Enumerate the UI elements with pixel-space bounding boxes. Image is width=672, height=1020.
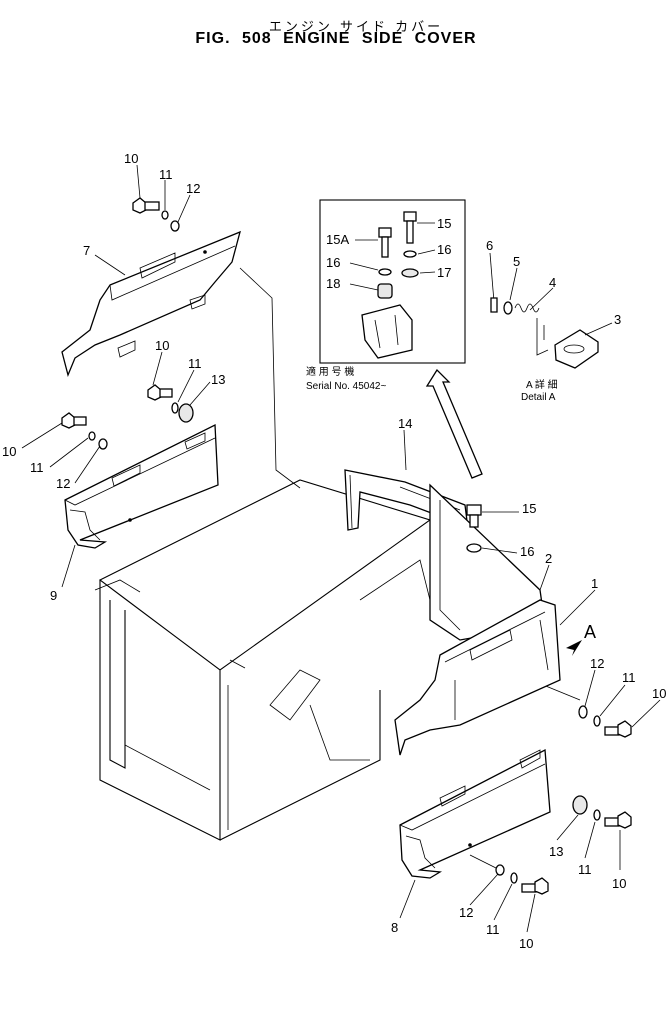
washer-icon bbox=[578, 705, 588, 719]
latch-icon bbox=[554, 329, 599, 369]
spring-washer-icon bbox=[161, 210, 169, 220]
bolt-icon bbox=[466, 504, 482, 516]
callout-2: 2 bbox=[545, 551, 552, 566]
detail-a bbox=[490, 289, 599, 369]
callout-10: 10 bbox=[519, 936, 533, 951]
callout-9: 9 bbox=[50, 588, 57, 603]
figure-title: FIG. 508 ENGINE SIDE COVER bbox=[195, 30, 477, 47]
leader-line bbox=[239, 267, 301, 489]
washer-icon bbox=[170, 220, 180, 232]
washer-icon bbox=[495, 864, 505, 876]
callout-10: 10 bbox=[652, 686, 666, 701]
washer-icon bbox=[401, 268, 419, 278]
fasteners-bottom bbox=[495, 864, 549, 895]
bracket-icon bbox=[361, 304, 413, 359]
spacer-icon bbox=[377, 283, 393, 299]
callout-11: 11 bbox=[159, 167, 173, 182]
fasteners-bracket bbox=[466, 504, 482, 553]
washer-icon bbox=[466, 543, 482, 553]
callout-11: 11 bbox=[578, 862, 592, 877]
bolt-icon bbox=[61, 412, 76, 429]
bolt-icon bbox=[378, 227, 392, 258]
callout-15A: 15A bbox=[326, 232, 349, 247]
callout-3: 3 bbox=[614, 312, 621, 327]
bolt-icon bbox=[147, 384, 162, 401]
washer-icon bbox=[98, 438, 108, 450]
callout-16: 16 bbox=[520, 544, 534, 559]
callout-10: 10 bbox=[2, 444, 16, 459]
callout-5: 5 bbox=[513, 254, 520, 269]
spring-washer-icon bbox=[593, 809, 601, 821]
callout-11: 11 bbox=[188, 356, 202, 371]
callout-10: 10 bbox=[155, 338, 169, 353]
callout-13: 13 bbox=[211, 372, 225, 387]
callout-4: 4 bbox=[549, 275, 556, 290]
callout-15: 15 bbox=[522, 501, 536, 516]
fasteners-right bbox=[578, 705, 632, 738]
serial-label: Serial No. 45042~ bbox=[306, 381, 386, 392]
washer-icon bbox=[503, 301, 513, 315]
callout-6: 6 bbox=[486, 238, 493, 253]
callout-7: 7 bbox=[83, 243, 90, 258]
side-cover-1 bbox=[394, 599, 561, 756]
callout-16: 16 bbox=[437, 242, 451, 257]
bolt-icon bbox=[403, 211, 417, 244]
callout-10: 10 bbox=[612, 876, 626, 891]
callout-10: 10 bbox=[124, 151, 138, 166]
callout-1: 1 bbox=[591, 576, 598, 591]
spring-washer-icon bbox=[171, 402, 179, 414]
figure-title-japanese: エンジン サイド カバー bbox=[268, 20, 444, 35]
callout-12: 12 bbox=[459, 905, 473, 920]
bolt-icon bbox=[617, 720, 632, 738]
view-arrow-label: A bbox=[584, 622, 596, 642]
view-arrow-a: A bbox=[566, 622, 596, 656]
callout-15: 15 bbox=[437, 216, 451, 231]
spring-washer-icon bbox=[510, 872, 518, 884]
engine-block bbox=[94, 479, 432, 841]
spring-washer-icon bbox=[403, 250, 417, 258]
spring-washer-icon bbox=[378, 268, 392, 276]
callout-11: 11 bbox=[622, 670, 636, 685]
callout-16: 16 bbox=[326, 255, 340, 270]
detail-label: Detail A bbox=[521, 392, 556, 403]
callout-12: 12 bbox=[590, 656, 604, 671]
side-cover-7 bbox=[61, 230, 241, 378]
bolt-icon bbox=[132, 197, 147, 214]
spring-washer-icon bbox=[593, 715, 601, 727]
bolt-icon bbox=[534, 877, 549, 895]
fasteners-mid-left bbox=[147, 384, 194, 423]
callout-13: 13 bbox=[549, 844, 563, 859]
serial-label-japanese: 適 用 号 機 bbox=[306, 365, 354, 378]
callout-11: 11 bbox=[30, 460, 44, 475]
callout-14: 14 bbox=[398, 416, 412, 431]
callout-11: 11 bbox=[486, 922, 500, 937]
spring-washer-icon bbox=[88, 431, 96, 441]
bracket-14 bbox=[344, 469, 546, 641]
fasteners-left bbox=[61, 412, 108, 450]
callout-12: 12 bbox=[56, 476, 70, 491]
callout-12: 12 bbox=[186, 181, 200, 196]
callout-8: 8 bbox=[391, 920, 398, 935]
side-cover-8 bbox=[399, 748, 551, 879]
callout-17: 17 bbox=[437, 265, 451, 280]
washer-icon bbox=[572, 795, 588, 815]
callout-leaders bbox=[21, 164, 661, 933]
leader-line bbox=[469, 854, 501, 871]
fasteners-right-lower bbox=[572, 795, 632, 829]
side-cover-9 bbox=[64, 423, 219, 549]
fasteners-top-left bbox=[132, 197, 180, 232]
detail-label-japanese: A 詳 細 bbox=[526, 378, 558, 391]
callout-18: 18 bbox=[326, 276, 340, 291]
bolt-icon bbox=[617, 811, 632, 829]
serial-inset-box bbox=[319, 199, 466, 364]
washer-icon bbox=[178, 403, 194, 423]
reference-arrow bbox=[425, 368, 483, 479]
